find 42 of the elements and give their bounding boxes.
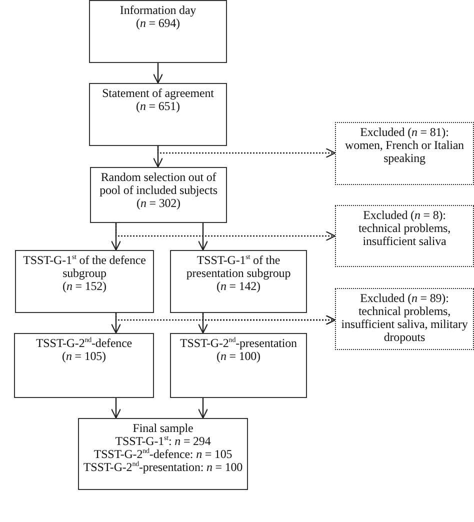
dotted-arrow [202, 313, 336, 326]
box-heading: TSST-G-2$^{nd}$-presentation [180, 337, 297, 350]
process-box [89, 83, 227, 146]
exclusion-box [335, 205, 474, 267]
box-heading: Excluded (n = 81): [360, 126, 449, 139]
process-box [170, 333, 307, 398]
exclusion-box [335, 122, 474, 185]
box-text: (n = 100) [216, 350, 260, 363]
arrow [110, 223, 122, 251]
arrow [152, 146, 164, 168]
process-box [170, 250, 307, 313]
process-box [78, 418, 248, 490]
box-text: (n = 302) [136, 197, 180, 210]
box-text: women, French or Italian speaking [344, 139, 465, 165]
box-text: technical problems, insufficient saliva [357, 222, 452, 248]
box-text: (n = 142) [216, 280, 260, 293]
process-box [14, 333, 154, 398]
box-heading: Statement of agreement [102, 87, 214, 100]
box-heading: TSST-G-2$^{nd}$-defence [36, 337, 132, 350]
box-text: TSST-G-1$^{st}$: n = 294 [115, 435, 211, 448]
process-box [89, 0, 227, 63]
process-box [90, 167, 227, 223]
arrow [110, 398, 122, 419]
box-heading: Final sample [132, 422, 194, 435]
arrow [198, 398, 208, 419]
box-text: technical problems, insufficient saliva, military dropouts [340, 305, 469, 344]
box-text: TSST-G-2$^{nd}$-presentation: n = 100 [83, 461, 243, 474]
box-heading: Excluded (n = 8): [363, 209, 446, 222]
box-text: (n = 152) [62, 280, 106, 293]
arrow [198, 313, 208, 334]
dotted-arrow [157, 146, 336, 158]
process-box [15, 250, 154, 313]
exclusion-box [335, 288, 474, 350]
box-heading: Information day [120, 4, 196, 17]
box-heading: Excluded (n = 89): [360, 292, 449, 305]
box-text: (n = 105) [62, 350, 106, 363]
arrow [152, 63, 164, 84]
arrow [198, 223, 208, 251]
arrow [110, 313, 122, 334]
box-text: (n = 651) [136, 100, 180, 113]
box-text: TSST-G-2$^{nd}$-defence: n = 105 [94, 448, 232, 461]
box-text: (n = 694) [136, 17, 180, 30]
